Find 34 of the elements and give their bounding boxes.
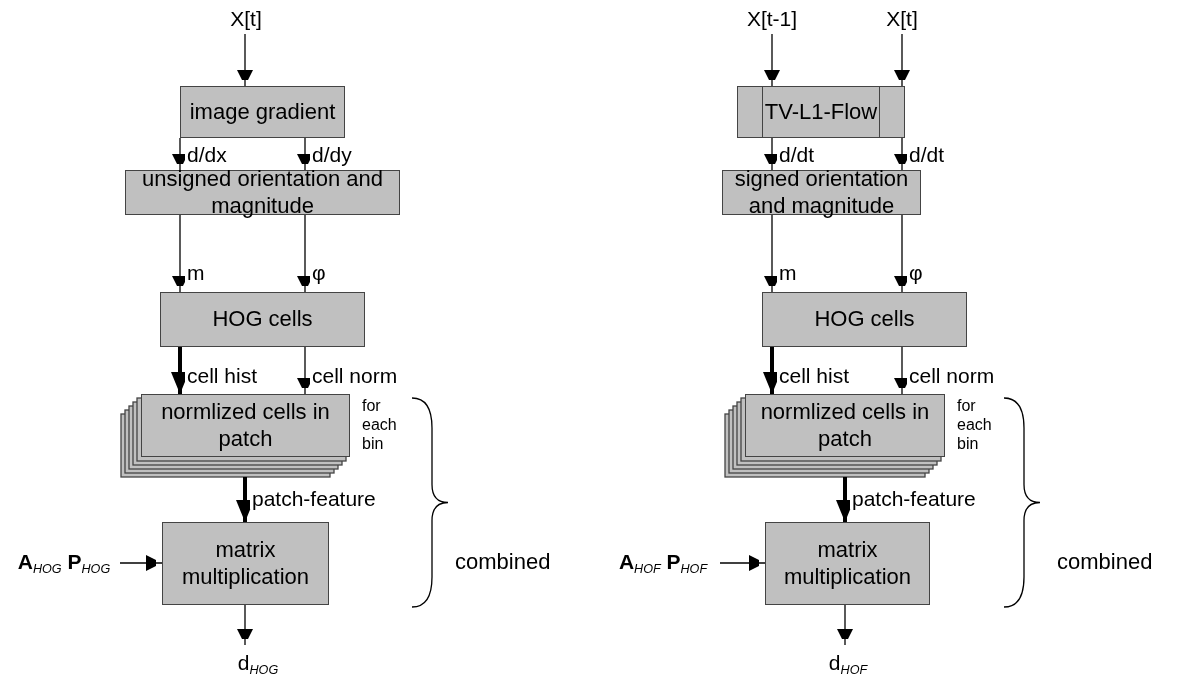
arrow: [837, 604, 853, 646]
signal-label: X[t]: [224, 4, 268, 34]
arrow: [119, 555, 163, 571]
edge-label: patch-feature: [250, 488, 378, 509]
edge-label: d/dx: [185, 144, 229, 165]
group-label: combined: [1057, 549, 1153, 576]
signal-label: X[t]: [880, 4, 924, 34]
process-box: normlized cells in patch: [745, 394, 945, 457]
process-box: matrix multiplication: [765, 522, 930, 605]
predefined-process-box: TV-L1-Flow: [737, 86, 905, 138]
signal-label: A$_{HOG}$ P$_{HOG}$: [8, 545, 120, 581]
signal-label: X[t-1]: [733, 4, 811, 34]
signal-label: d$_{HOG}$: [226, 645, 290, 683]
process-box: HOG cells: [762, 292, 967, 347]
arrow: [719, 555, 766, 571]
edge-label: d/dy: [310, 144, 354, 165]
edge-label: cell hist: [777, 365, 852, 386]
arrow: [894, 33, 910, 87]
process-box: normlized cells in patch: [141, 394, 350, 457]
arrow: [764, 33, 780, 87]
process-box: image gradient: [180, 86, 345, 138]
edge-label: d/dt: [907, 144, 947, 165]
edge-label: cell hist: [185, 365, 260, 386]
arrow: [237, 604, 253, 646]
group-label: combined: [455, 549, 551, 576]
edge-label: patch-feature: [850, 488, 978, 509]
process-box: HOG cells: [160, 292, 365, 347]
edge-label: d/dt: [777, 144, 817, 165]
signal-label: A$_{HOF}$ P$_{HOF}$: [606, 545, 720, 581]
signal-label: d$_{HOF}$: [816, 645, 880, 683]
note-label: for each bin: [957, 396, 993, 454]
process-box: matrix multiplication: [162, 522, 329, 605]
note-label: for each bin: [362, 396, 398, 454]
arrow: [237, 33, 253, 87]
